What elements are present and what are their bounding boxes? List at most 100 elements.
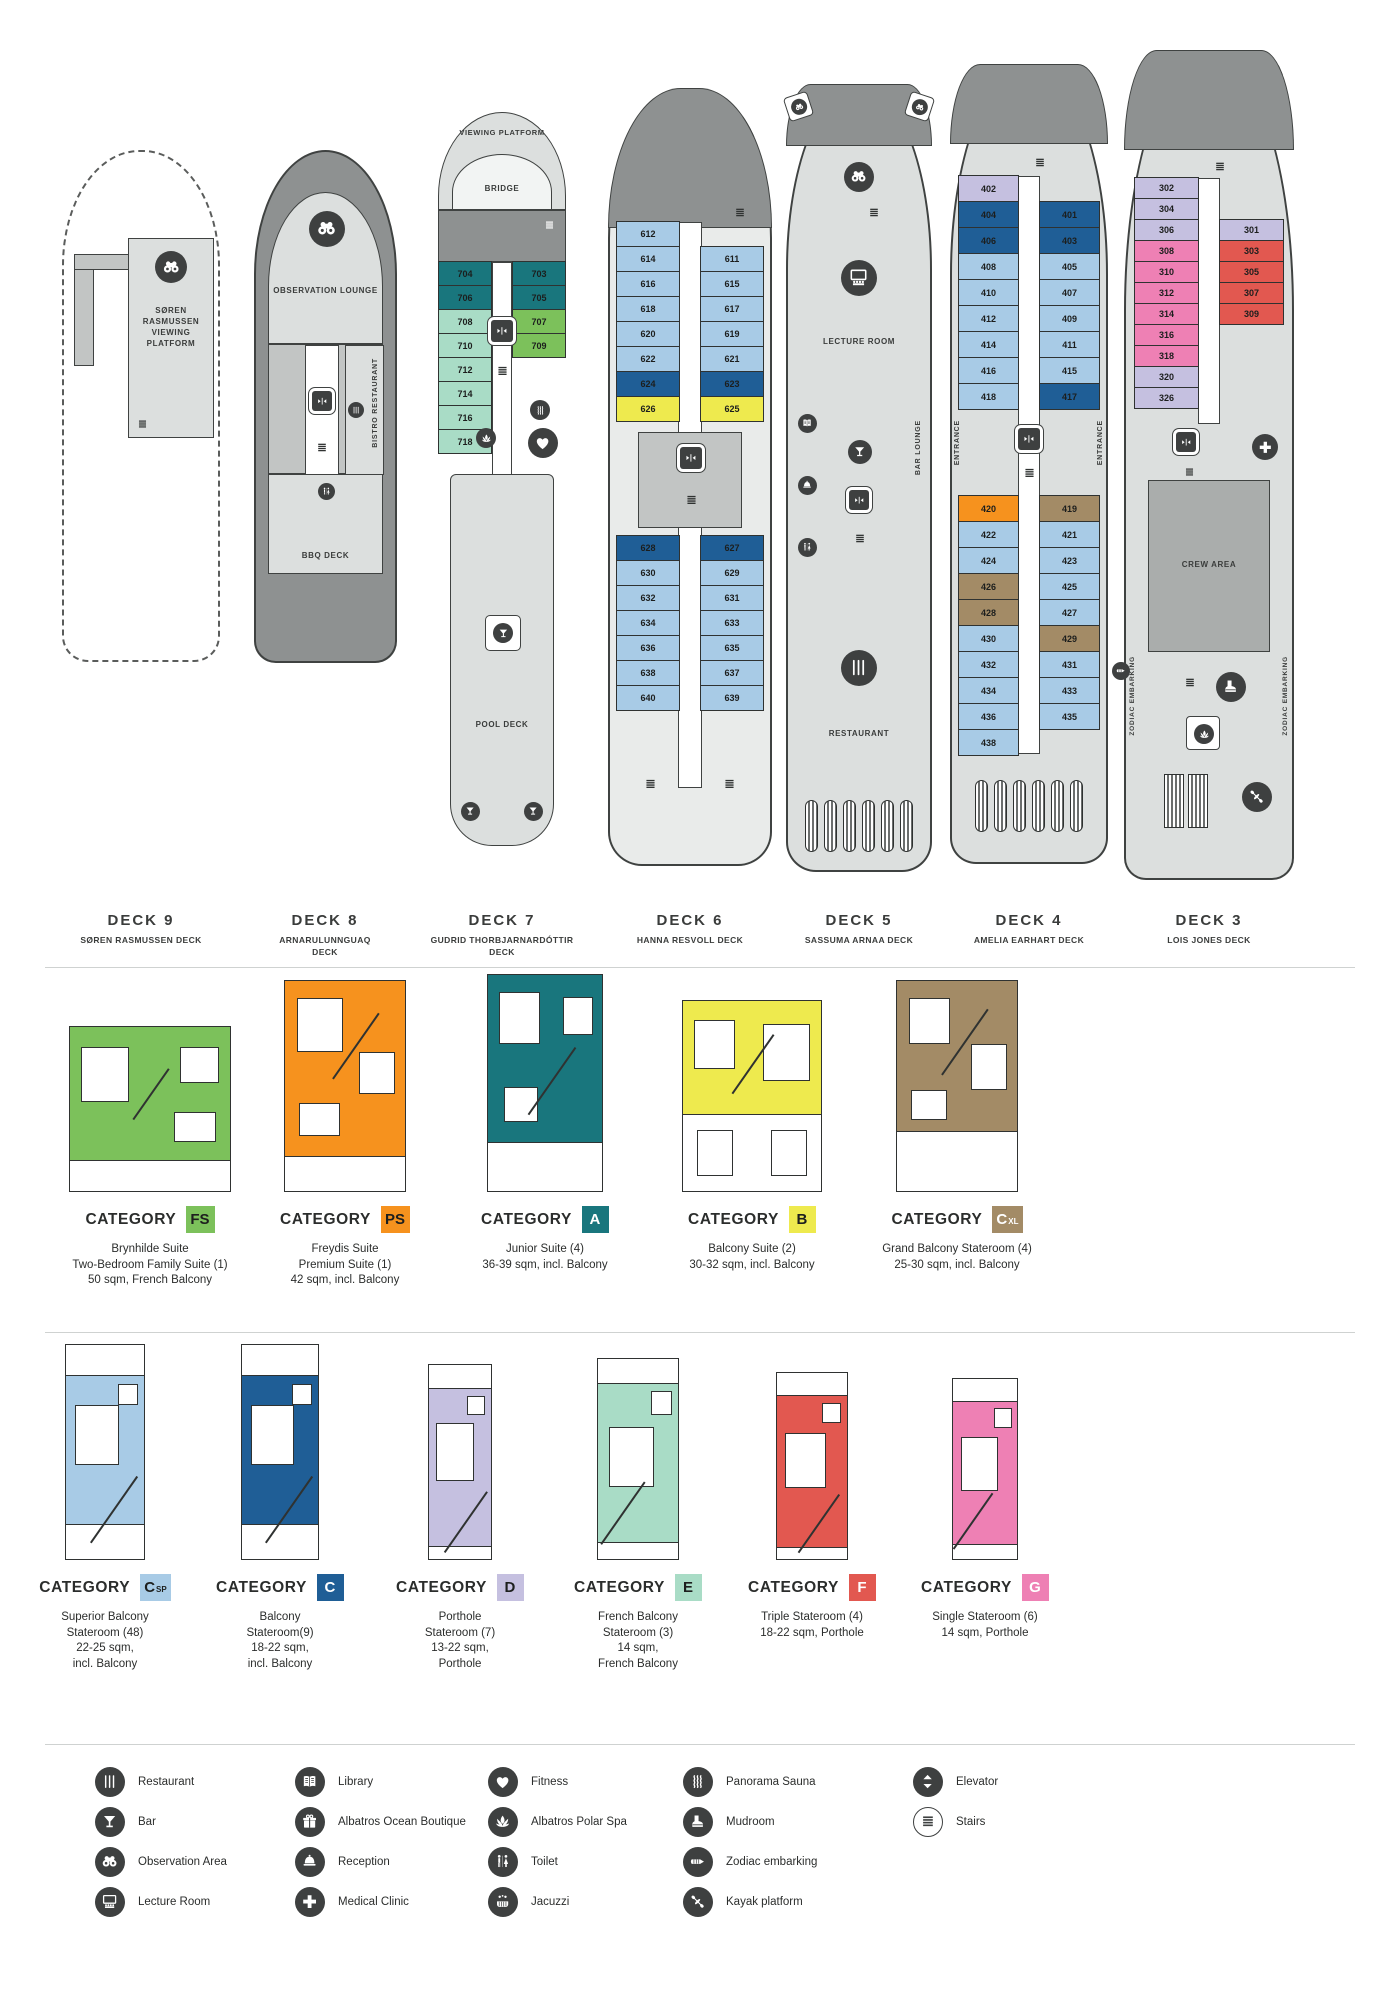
stateroom-631: 631: [700, 585, 764, 611]
category-description: Triple Stateroom (4)18-22 sqm, Porthole: [760, 1611, 864, 1639]
bbq-deck: BBQ DECK: [268, 474, 383, 574]
stateroom-714: 714: [438, 381, 492, 406]
stateroom-628: 628: [616, 535, 680, 561]
category-card-b: CATEGORY B Balcony Suite (2)30-32 sqm, i…: [627, 974, 877, 1273]
stateroom-617: 617: [700, 296, 764, 322]
observation-icon: [155, 251, 187, 283]
legend-item-sauna: Panorama Sauna: [683, 1762, 817, 1802]
stateroom-622: 622: [616, 346, 680, 372]
stateroom-320: 320: [1134, 366, 1199, 388]
stateroom-floorplan: [65, 1344, 145, 1560]
stateroom-floorplan: [952, 1378, 1018, 1560]
stateroom-row: 302: [1134, 177, 1284, 199]
stateroom-615: 615: [700, 271, 764, 297]
stateroom-627: 627: [700, 535, 764, 561]
stateroom-417: 417: [1039, 383, 1100, 410]
legend-item-jacuzzi: Jacuzzi: [488, 1882, 627, 1922]
bar-lounge-label: BAR LOUNGE: [915, 420, 922, 476]
empty-cell: [1219, 387, 1284, 409]
stairs-icon: [721, 777, 738, 792]
elevator-icon: [1018, 428, 1040, 450]
stateroom-707: 707: [512, 309, 566, 334]
stateroom-428: 428: [958, 599, 1019, 626]
stateroom-438: 438: [958, 729, 1019, 756]
section-divider: [45, 967, 1355, 968]
stateroom-floorplan: [428, 1364, 492, 1560]
bar-icon: [95, 1807, 125, 1837]
fitness-icon: [488, 1767, 518, 1797]
stateroom-633: 633: [700, 610, 764, 636]
stateroom-306: 306: [1134, 219, 1199, 241]
empty-cell: [512, 357, 566, 382]
reception-icon: [295, 1847, 325, 1877]
legend-label: Mudroom: [726, 1815, 775, 1828]
section-divider: [45, 1332, 1355, 1333]
zodiac-embarking-label-left: ZODIAC EMBARKING: [1129, 656, 1136, 736]
bar-icon: [848, 440, 872, 464]
legend-label: Toilet: [531, 1855, 558, 1868]
stateroom-310: 310: [1134, 261, 1199, 283]
stateroom-412: 412: [958, 305, 1019, 332]
legend-label: Stairs: [956, 1815, 986, 1828]
stateroom-634: 634: [616, 610, 680, 636]
stairs-icon: [852, 532, 868, 546]
stateroom-614: 614: [616, 246, 680, 272]
stateroom-640: 640: [616, 685, 680, 711]
bar-icon: [461, 802, 480, 821]
legend-item-bar: Bar: [95, 1802, 227, 1842]
legend-item-stairs: Stairs: [913, 1802, 998, 1842]
legend-label: Reception: [338, 1855, 390, 1868]
stateroom-630: 630: [616, 560, 680, 586]
stateroom-row: 634 633: [616, 610, 764, 636]
stateroom-floorplan: [776, 1372, 848, 1560]
toilet-icon: [488, 1847, 518, 1877]
stateroom-434: 434: [958, 677, 1019, 704]
category-title: CATEGORY D: [360, 1574, 560, 1601]
stateroom-420: 420: [958, 495, 1019, 522]
stairs-icon: [683, 493, 700, 508]
library-icon: [798, 414, 817, 433]
pool-bar-box: [485, 615, 521, 651]
category-badge-fs: FS: [186, 1206, 215, 1233]
category-description: Single Stateroom (6)14 sqm, Porthole: [932, 1611, 1038, 1639]
lecture-room-icon: [841, 260, 877, 296]
suite-floorplan: [284, 980, 406, 1192]
legend-label: Kayak platform: [726, 1895, 803, 1908]
legend-item-restaurant: Restaurant: [95, 1762, 227, 1802]
stairs-icon: [1021, 466, 1038, 481]
legend-label: Lecture Room: [138, 1895, 211, 1908]
stateroom-635: 635: [700, 635, 764, 661]
stateroom-625: 625: [700, 396, 764, 422]
category-title: CATEGORY E: [538, 1574, 738, 1601]
stateroom-302: 302: [1134, 177, 1199, 199]
stateroom-304: 304: [1134, 198, 1199, 220]
stateroom-704: 704: [438, 261, 492, 286]
legend-item-observation: Observation Area: [95, 1842, 227, 1882]
stateroom-307: 307: [1219, 282, 1284, 304]
stateroom-632: 632: [616, 585, 680, 611]
stateroom-403: 403: [1039, 227, 1100, 254]
